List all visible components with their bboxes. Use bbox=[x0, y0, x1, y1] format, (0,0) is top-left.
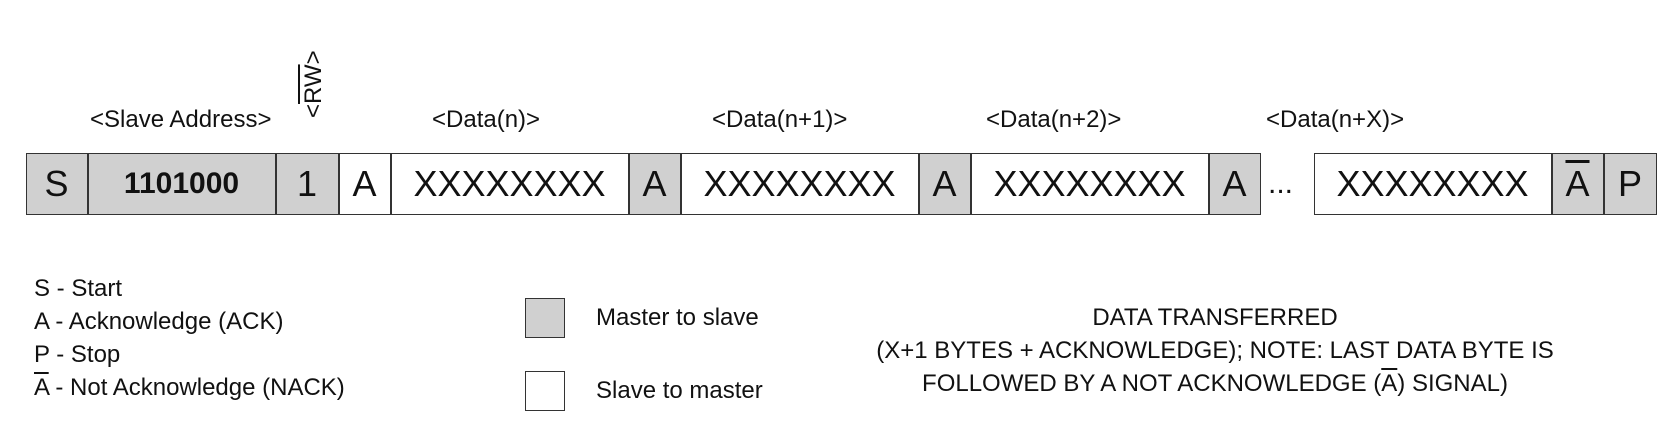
ack-cell-4: A bbox=[1208, 153, 1261, 215]
legend-start: S - Start bbox=[34, 275, 123, 302]
note-line-3-letter: A bbox=[1381, 370, 1398, 397]
data-cell-n1: XXXXXXXX bbox=[680, 153, 919, 215]
note-line-3-before: FOLLOWED BY A NOT ACKNOWLEDGE ( bbox=[922, 370, 1382, 397]
ack-cell-1: A bbox=[338, 153, 391, 215]
legend-ack: A - Acknowledge (ACK) bbox=[34, 308, 284, 335]
data-nx-label: <Data(n+X)> bbox=[1266, 106, 1405, 133]
transfer-note: DATA TRANSFERRED (X+1 BYTES + ACKNOWLEDG… bbox=[820, 301, 1610, 400]
master-to-slave-label: Master to slave bbox=[596, 304, 759, 331]
data-n-label: <Data(n)> bbox=[432, 106, 541, 133]
ellipsis: ... bbox=[1268, 167, 1294, 200]
master-swatch bbox=[525, 298, 565, 338]
rw-label: <RW> bbox=[300, 46, 330, 118]
data-n1-label: <Data(n+1)> bbox=[712, 106, 848, 133]
nack-letter: A bbox=[1565, 163, 1590, 204]
stop-cell: P bbox=[1603, 153, 1657, 215]
legend-nack-rest: - Not Acknowledge (NACK) bbox=[48, 374, 345, 401]
note-line-3: FOLLOWED BY A NOT ACKNOWLEDGE (A) SIGNAL… bbox=[820, 367, 1610, 400]
slave-swatch bbox=[525, 371, 565, 411]
note-line-1: DATA TRANSFERRED bbox=[1092, 304, 1338, 331]
slave-address-label: <Slave Address> bbox=[90, 106, 272, 133]
start-cell: S bbox=[25, 153, 88, 215]
ack-cell-3: A bbox=[918, 153, 971, 215]
note-line-3-after: ) SIGNAL) bbox=[1397, 370, 1508, 397]
rw-bar-text: RW bbox=[300, 64, 327, 104]
legend-nack-letter: A bbox=[34, 374, 49, 401]
note-line-2: (X+1 BYTES + ACKNOWLEDGE); NOTE: LAST DA… bbox=[876, 337, 1554, 364]
slave-to-master-label: Slave to master bbox=[596, 377, 763, 404]
rw-bit-cell: 1 bbox=[275, 153, 339, 215]
data-n2-label: <Data(n+2)> bbox=[986, 106, 1122, 133]
data-cell-n2: XXXXXXXX bbox=[970, 153, 1209, 215]
legend-stop: P - Stop bbox=[34, 341, 121, 368]
rw-open: < bbox=[300, 103, 327, 118]
nack-cell: A bbox=[1551, 153, 1604, 215]
ack-cell-2: A bbox=[628, 153, 681, 215]
data-cell-nx: XXXXXXXX bbox=[1313, 153, 1552, 215]
rw-close: > bbox=[300, 50, 327, 65]
data-cell-n: XXXXXXXX bbox=[390, 153, 629, 215]
legend-nack: A - Not Acknowledge (NACK) bbox=[34, 374, 345, 402]
address-cell: 1101000 bbox=[87, 153, 276, 215]
